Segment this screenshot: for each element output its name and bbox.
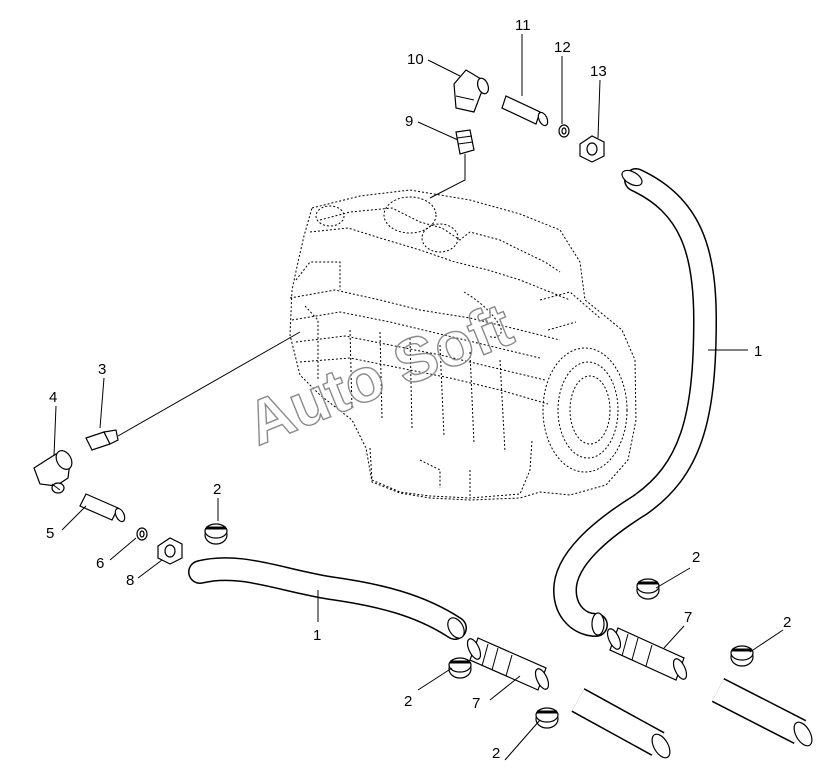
callout-2-e: 2 [492, 745, 500, 762]
callout-3: 3 [98, 361, 106, 378]
callout-8: 8 [126, 572, 134, 589]
callout-6: 6 [96, 555, 104, 572]
seal-6 [136, 527, 148, 541]
nut-8 [157, 537, 183, 565]
fitting-3 [85, 429, 119, 451]
hose-right-long [552, 168, 718, 637]
callout-1-right: 1 [754, 343, 762, 360]
callout-4: 4 [49, 389, 57, 406]
callout-1-left: 1 [313, 627, 321, 644]
elbow-10 [453, 69, 490, 113]
adapter-5 [79, 493, 126, 523]
callout-13: 13 [590, 63, 607, 80]
routing-line-top [429, 154, 466, 199]
hose-stub-right [711, 677, 813, 747]
callout-9: 9 [405, 113, 413, 130]
callout-10: 10 [407, 51, 424, 68]
callout-2-c: 2 [783, 614, 791, 631]
callout-11: 11 [515, 17, 531, 34]
callout-12: 12 [554, 39, 571, 56]
callout-2-b: 2 [692, 549, 700, 566]
elbow-4 [33, 450, 73, 494]
seal-12 [558, 124, 570, 138]
callouts: 1 1 2 2 2 2 2 3 4 5 6 7 7 8 9 10 11 12 1… [46, 17, 791, 762]
hose-stub-left [571, 688, 671, 759]
clamp-2-c [730, 645, 754, 667]
leader-lines [53, 34, 784, 761]
callout-2-a: 2 [213, 481, 221, 498]
callout-7-right: 7 [684, 609, 692, 626]
callout-2-d: 2 [404, 693, 412, 710]
engine-outline [289, 189, 637, 501]
connector-7-right [606, 627, 688, 681]
fitting-9 [455, 129, 475, 155]
callout-5: 5 [46, 525, 54, 542]
clamp-2-a [204, 523, 228, 545]
connector-7-left [466, 637, 550, 691]
watermark-text: Auto Soft [237, 291, 521, 459]
clamp-2-e [535, 707, 559, 729]
hose-left-long [188, 557, 467, 640]
callout-7-left: 7 [472, 695, 480, 712]
clamp-2-d [448, 657, 472, 679]
clamp-2-b [636, 578, 660, 600]
routing-line-left [117, 331, 301, 437]
adapter-11 [501, 95, 549, 127]
nut-13 [579, 135, 605, 163]
